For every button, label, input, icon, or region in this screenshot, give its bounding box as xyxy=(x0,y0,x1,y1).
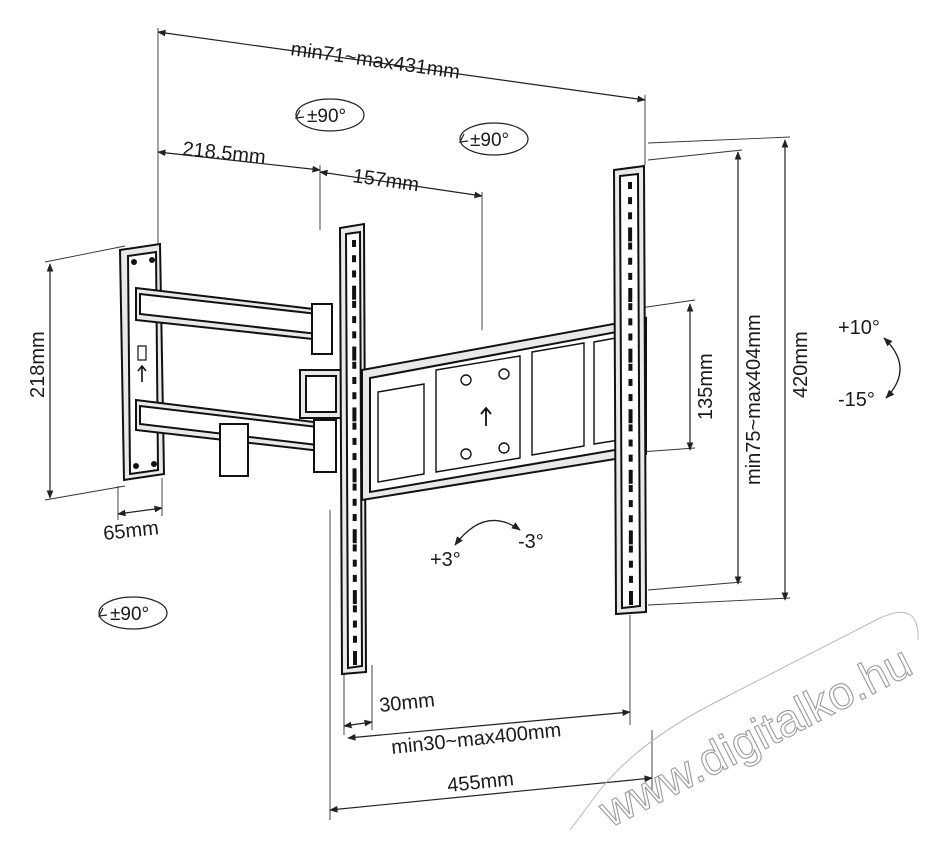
cross-plate xyxy=(361,316,647,502)
level-indicator: +3° -3° xyxy=(430,519,544,571)
rail-slot xyxy=(352,437,357,445)
pivot-offset-label: 157mm xyxy=(351,165,420,196)
rail-slot xyxy=(352,300,357,308)
rail-slot xyxy=(628,197,633,205)
rail-slot xyxy=(352,514,357,521)
rail-slot xyxy=(628,303,633,311)
tilt-down-label: -15° xyxy=(838,389,875,411)
wall-plate xyxy=(118,242,166,482)
level-minus-label: -3° xyxy=(518,531,544,553)
bracket-to-pivot-label: 218.5mm xyxy=(181,138,266,169)
total-height-dimension: 420mm xyxy=(647,136,812,606)
tilt-up-label: +10° xyxy=(838,317,880,339)
rail-slot xyxy=(628,394,633,402)
rail-slot xyxy=(628,439,633,447)
vesa-horizontal-range-dimension: min30~max400mm xyxy=(347,615,631,759)
rail-width-label: 30mm xyxy=(378,689,436,717)
rail-slot xyxy=(352,407,357,422)
rail-slot xyxy=(628,318,633,326)
wall-plate-width-dimension: 65mm xyxy=(102,478,163,545)
swivel-bottom-left-label: ±90° xyxy=(110,604,149,625)
swivel-badge-bottom-left: ±90° xyxy=(97,596,168,630)
rail-slot xyxy=(628,560,633,568)
rail-slot xyxy=(628,500,633,508)
rail-slot xyxy=(628,545,633,553)
rail-slot xyxy=(352,331,357,339)
swivel-top-left-label: ±90° xyxy=(307,106,346,127)
vesa-horizontal-range-label: min30~max400mm xyxy=(390,719,562,759)
rail-slot xyxy=(628,182,632,189)
rail-slot xyxy=(352,544,357,552)
rail-slot xyxy=(352,285,357,300)
wall-plate-height-label: 218mm xyxy=(27,331,49,398)
rail-slot xyxy=(628,575,633,583)
wall-plate-width-label: 65mm xyxy=(102,517,160,545)
rail-slot xyxy=(628,378,633,386)
rail-slot xyxy=(628,515,633,523)
rail-slot xyxy=(352,453,357,461)
arm-extension-dimension: min71~max431mm xyxy=(157,28,646,250)
rail-slot xyxy=(352,468,357,483)
rail-slot xyxy=(628,333,633,341)
bracket-to-pivot-dimension: 218.5mm xyxy=(157,138,321,173)
rail-slot xyxy=(628,363,633,371)
rail-slot xyxy=(628,212,633,220)
rail-slot xyxy=(352,529,357,544)
tilt-indicator: +10° -15° xyxy=(838,317,901,411)
vesa-vertical-min-dimension: 135mm xyxy=(639,299,717,453)
upper-arm xyxy=(135,286,333,355)
rail-slot xyxy=(352,559,357,567)
rail-slot xyxy=(352,240,356,247)
rail-slot xyxy=(629,591,633,605)
rail-slot xyxy=(628,257,633,265)
rail-slot xyxy=(628,409,633,424)
rail-slot xyxy=(352,361,357,369)
pivot-block xyxy=(299,369,343,419)
rail-slot xyxy=(628,242,633,250)
left-vertical-rail xyxy=(338,222,368,676)
watermark: www.digitalko.hu xyxy=(569,611,920,838)
rail-slot xyxy=(352,392,357,400)
rail-width-dimension: 30mm xyxy=(343,665,436,735)
rail-slot xyxy=(628,469,633,484)
vesa-vertical-min-label: 135mm xyxy=(695,353,717,420)
rail-slot xyxy=(628,272,633,280)
watermark-text: www.digitalko.hu xyxy=(590,635,920,837)
total-height-label: 420mm xyxy=(790,331,812,398)
rail-slot xyxy=(628,348,633,363)
rail-slot xyxy=(628,424,633,432)
rail-slot xyxy=(352,270,357,278)
rail-slot xyxy=(352,498,357,506)
rail-slot xyxy=(352,255,357,263)
rail-slot xyxy=(352,316,357,324)
rail-slot xyxy=(353,651,357,665)
level-plus-label: +3° xyxy=(430,549,461,571)
rail-slot xyxy=(628,227,633,242)
arm-extension-label: min71~max431mm xyxy=(289,38,461,84)
total-width-dimension: 455mm xyxy=(329,510,653,820)
rail-slot xyxy=(352,422,357,430)
rail-slot xyxy=(352,605,357,613)
wall-plate-height-dimension: 218mm xyxy=(27,245,126,501)
right-vertical-rail xyxy=(612,164,648,616)
rail-slot xyxy=(352,483,357,491)
rail-slot xyxy=(352,346,357,361)
swivel-badge-top-left: ±90° xyxy=(294,98,365,132)
lower-arm xyxy=(135,398,337,477)
rail-slot xyxy=(352,620,357,628)
rail-slot xyxy=(352,377,357,384)
vesa-vertical-range-label: min75~max404mm xyxy=(743,314,765,485)
swivel-badge-top-center: ±90° xyxy=(458,122,529,156)
rail-slot xyxy=(352,574,357,582)
vesa-vertical-range-dimension: min75~max404mm xyxy=(647,149,765,591)
rail-slot xyxy=(352,635,357,643)
rail-slot xyxy=(628,484,633,492)
rail-slot xyxy=(628,530,633,545)
rail-slot xyxy=(628,288,633,303)
rail-slot xyxy=(352,590,357,605)
swivel-top-center-label: ±90° xyxy=(470,130,509,151)
rail-slot xyxy=(628,454,633,462)
